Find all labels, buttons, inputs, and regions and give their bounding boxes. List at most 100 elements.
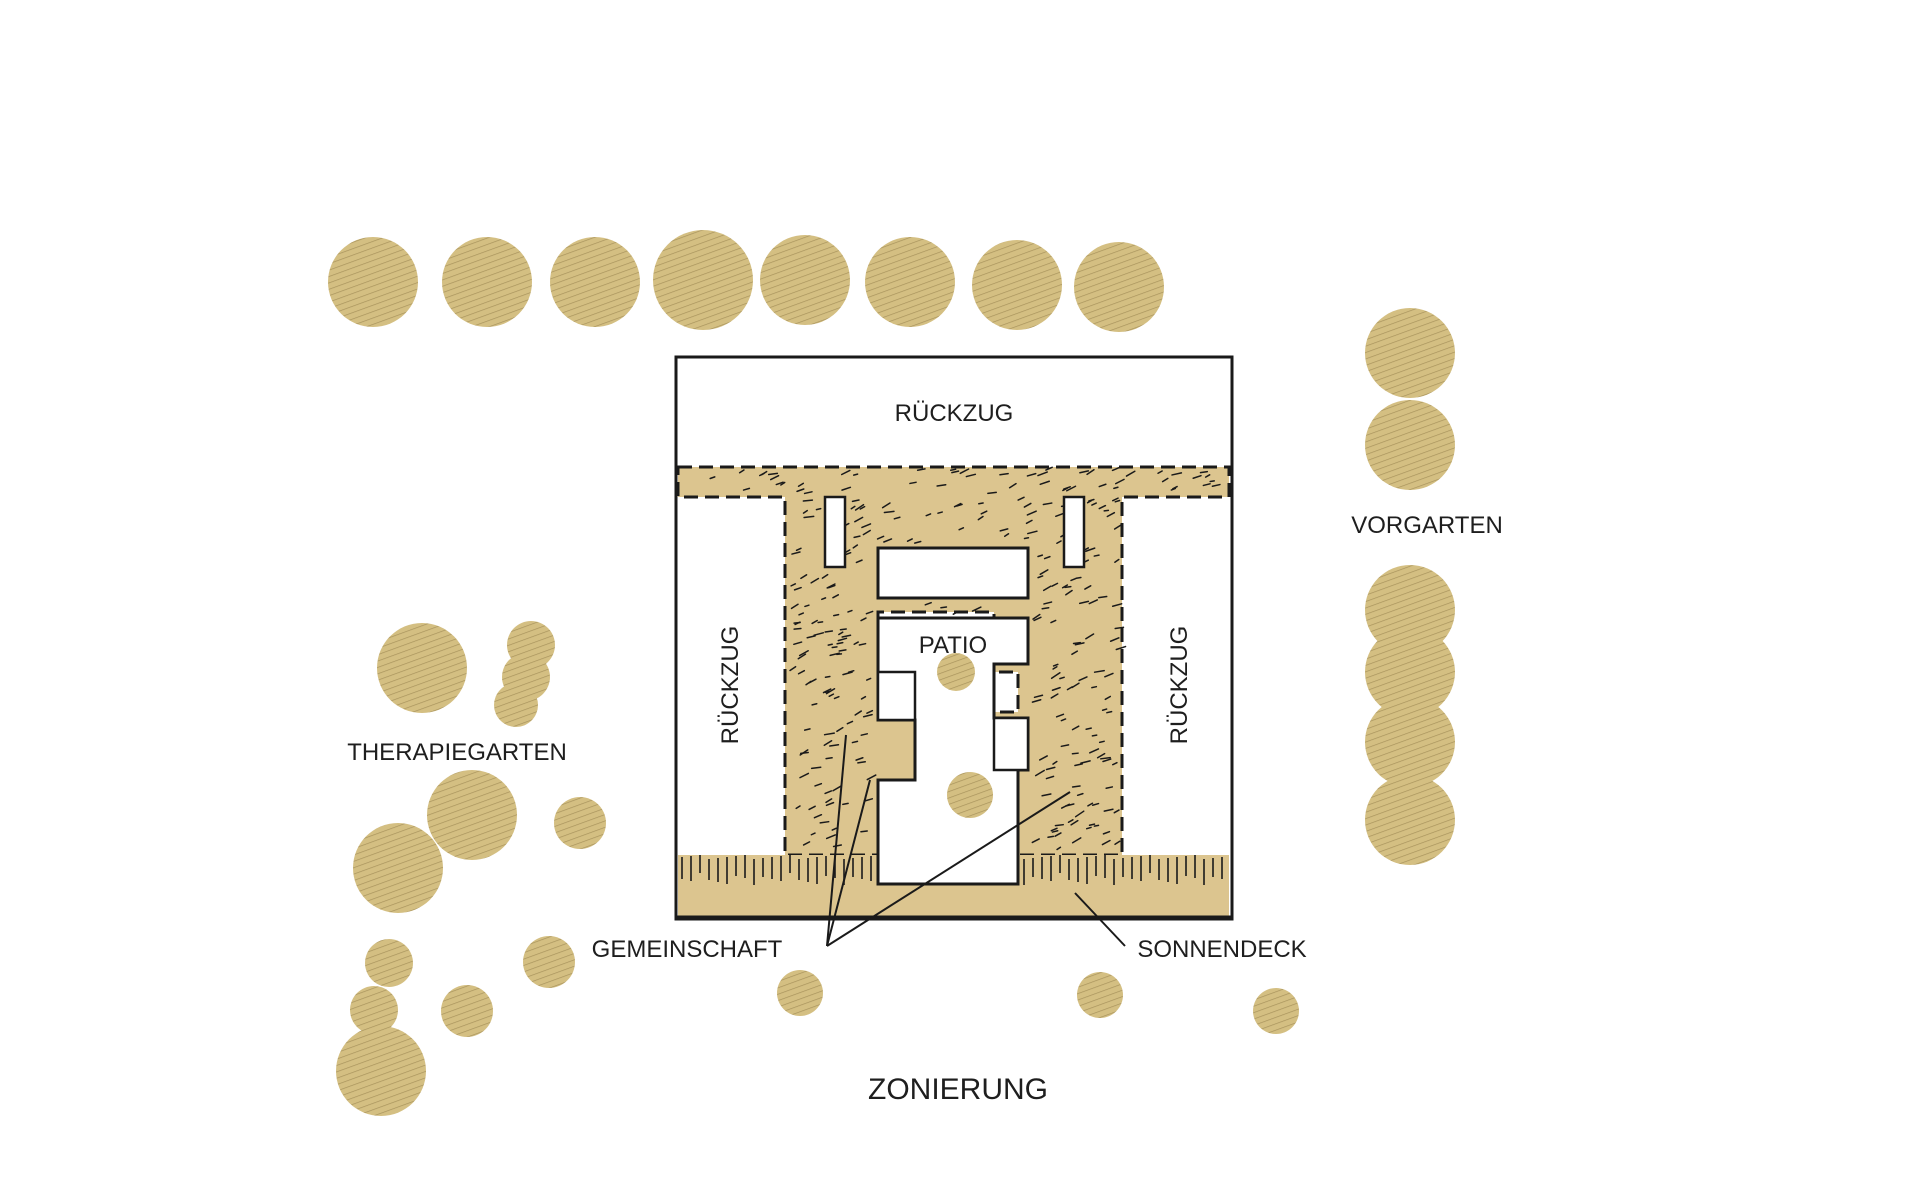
texture-stroke: [854, 710, 862, 716]
texture-stroke: [925, 513, 932, 517]
texture-stroke: [836, 726, 844, 733]
texture-stroke: [1055, 713, 1065, 718]
texture-stroke: [793, 586, 802, 591]
texture-stroke: [1071, 682, 1080, 689]
texture-stroke: [1078, 600, 1090, 605]
texture-stroke: [1004, 533, 1010, 538]
tree-icon: [947, 772, 993, 818]
texture-stroke: [824, 690, 831, 694]
texture-stroke: [824, 630, 834, 633]
texture-stroke: [789, 665, 797, 672]
texture-stroke: [814, 782, 823, 787]
texture-stroke: [1008, 482, 1017, 489]
opening-left: [823, 495, 847, 569]
texture-stroke: [826, 583, 836, 589]
texture-stroke: [1088, 823, 1096, 827]
texture-stroke: [803, 728, 811, 731]
texture-stroke: [1071, 837, 1082, 844]
texture-stroke: [851, 740, 859, 744]
texture-stroke: [846, 720, 854, 725]
texture-stroke: [1098, 740, 1105, 744]
texture-stroke: [800, 574, 808, 580]
texture-stroke: [813, 632, 825, 636]
texture-stroke: [1031, 698, 1042, 703]
texture-stroke: [803, 515, 815, 519]
texture-stroke: [940, 606, 948, 609]
texture-stroke: [1084, 585, 1092, 590]
tree-icon: [937, 653, 975, 691]
texture-stroke: [1047, 835, 1055, 838]
texture-stroke: [1056, 846, 1062, 851]
texture-stroke: [1113, 486, 1119, 490]
texture-stroke: [860, 695, 867, 700]
texture-stroke: [1111, 497, 1119, 502]
texture-stroke: [1111, 466, 1122, 472]
texture-stroke: [798, 612, 805, 616]
texture-stroke: [1115, 478, 1125, 485]
texture-stroke: [1023, 536, 1030, 540]
tree-icon: [336, 1026, 426, 1116]
texture-stroke: [1054, 823, 1064, 827]
texture-stroke: [1085, 633, 1095, 640]
tree-icon: [1365, 775, 1455, 865]
texture-stroke: [808, 678, 817, 684]
tree-icon: [442, 237, 532, 327]
texture-stroke: [810, 832, 816, 836]
texture-stroke: [1050, 693, 1059, 699]
texture-stroke: [913, 540, 922, 544]
trees-group: [328, 230, 1455, 1116]
label-patio: PATIO: [919, 632, 987, 659]
tree-icon: [328, 237, 418, 327]
texture-stroke: [1051, 830, 1059, 833]
texture-stroke: [1039, 569, 1049, 576]
label-vorgarten: VORGARTEN: [1351, 512, 1503, 539]
texture-stroke: [797, 669, 806, 675]
texture-stroke: [1074, 642, 1085, 646]
texture-stroke: [833, 613, 840, 617]
texture-stroke: [1125, 470, 1136, 477]
texture-stroke: [850, 505, 856, 510]
texture-stroke: [1093, 554, 1100, 557]
tree-icon: [760, 235, 850, 325]
texture-stroke: [851, 499, 860, 503]
texture-stroke: [1114, 626, 1125, 630]
texture-stroke: [841, 634, 852, 638]
texture-stroke: [1106, 511, 1116, 518]
texture-stroke: [858, 642, 867, 646]
texture-stroke: [775, 481, 784, 486]
texture-stroke: [909, 481, 917, 485]
texture-stroke: [1106, 710, 1113, 714]
texture-stroke: [832, 785, 842, 792]
texture-stroke: [862, 529, 871, 536]
texture-stroke: [1060, 744, 1070, 748]
texture-stroke: [1071, 785, 1081, 788]
texture-stroke: [1039, 480, 1051, 486]
texture-stroke: [797, 653, 807, 660]
texture-stroke: [1023, 502, 1032, 508]
texture-stroke: [810, 766, 822, 770]
texture-stroke: [1071, 752, 1079, 755]
texture-stroke: [793, 641, 803, 646]
texture-stroke: [802, 499, 814, 502]
texture-stroke: [1113, 809, 1120, 814]
texture-stroke: [1088, 599, 1099, 605]
texture-stroke: [1042, 585, 1052, 592]
texture-stroke: [1052, 663, 1059, 667]
texture-stroke: [791, 551, 801, 555]
texture-stroke: [1171, 472, 1183, 476]
texture-stroke: [1101, 708, 1108, 712]
tree-icon: [1365, 400, 1455, 490]
texture-stroke: [1032, 613, 1041, 620]
texture-stroke: [832, 594, 840, 599]
texture-stroke: [1083, 547, 1090, 551]
texture-stroke: [829, 743, 840, 747]
tree-icon: [365, 939, 413, 987]
texture-stroke: [1172, 485, 1178, 490]
texture-stroke: [810, 577, 820, 584]
texture-stroke: [817, 621, 824, 624]
texture-stroke: [1076, 792, 1084, 797]
texture-stroke: [999, 528, 1009, 532]
texture-stroke: [825, 798, 833, 804]
texture-stroke: [1064, 585, 1072, 589]
tree-icon: [777, 970, 823, 1016]
